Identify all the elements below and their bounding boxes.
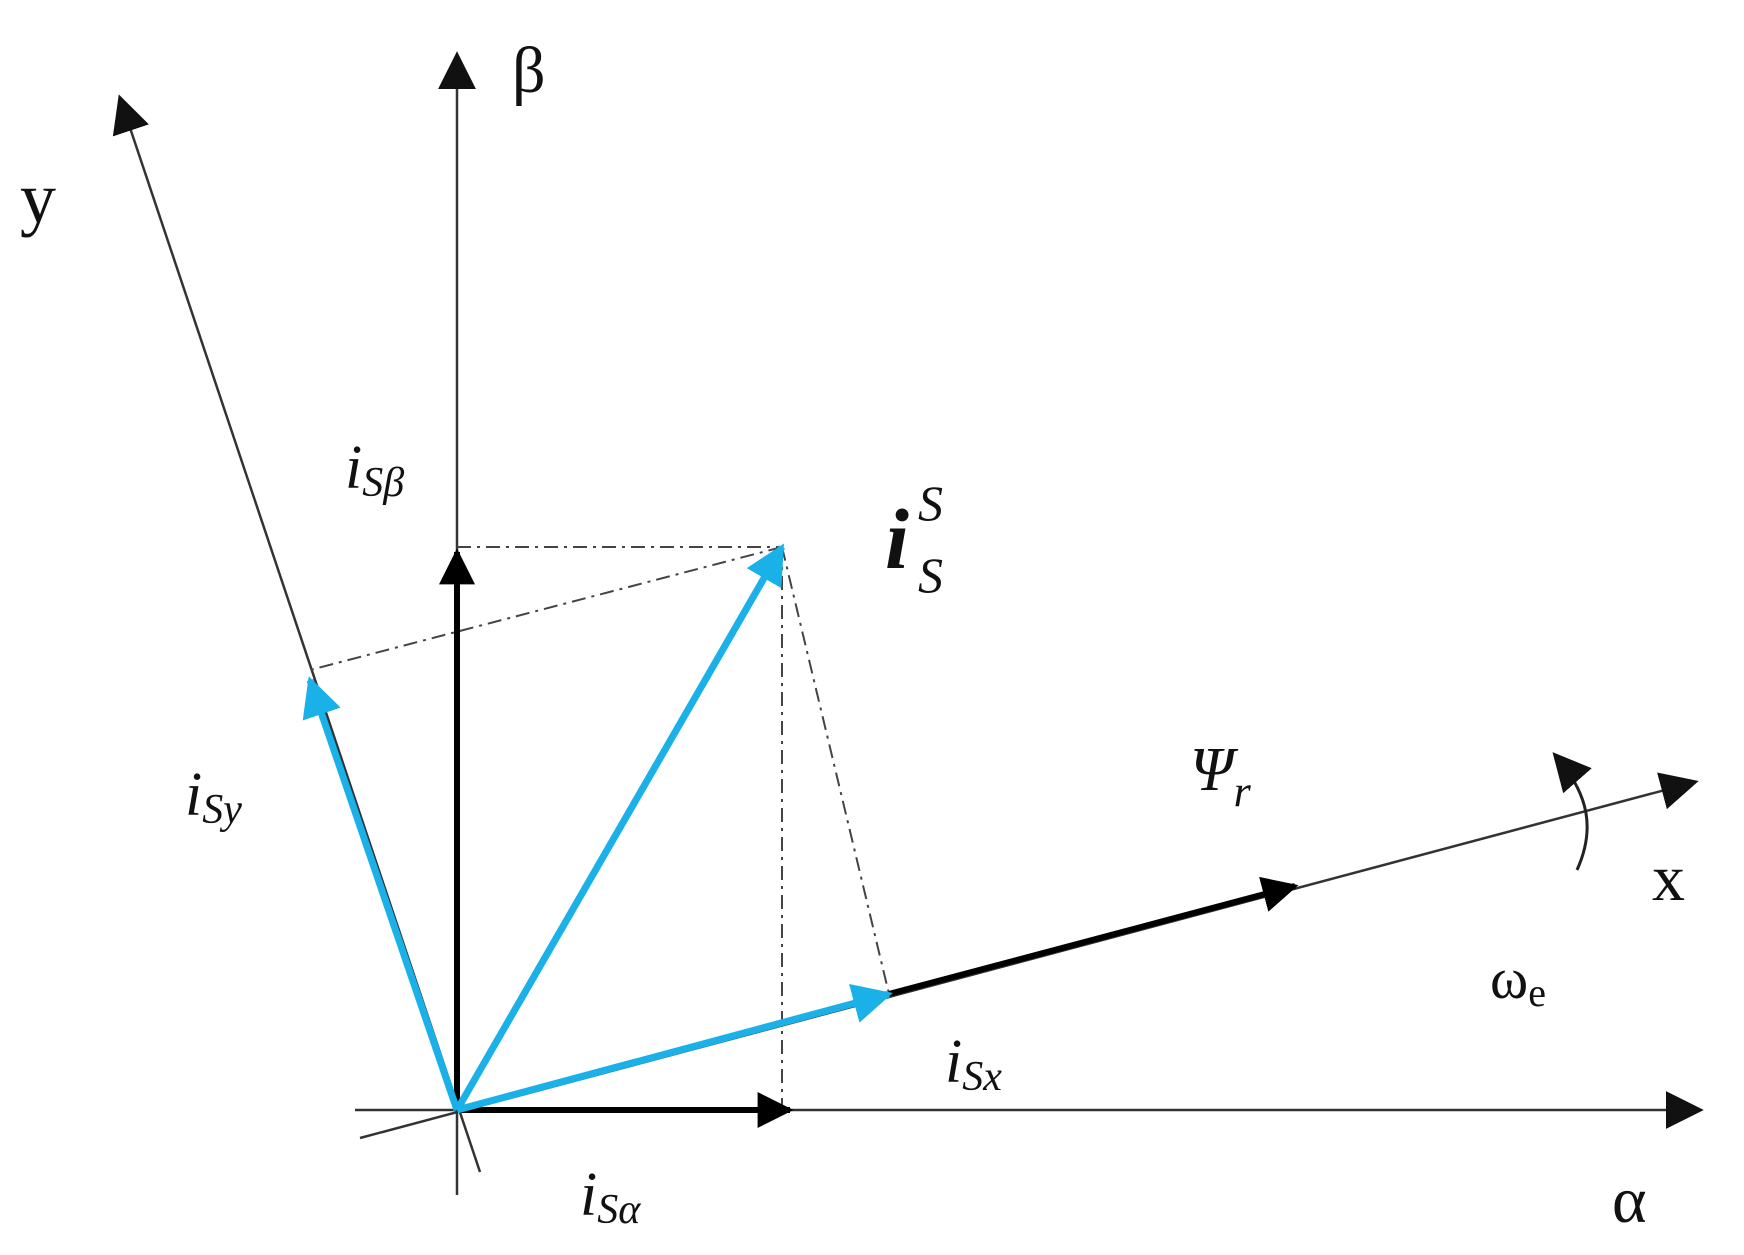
- rotation-sub: e: [1528, 970, 1546, 1015]
- rotation-arrow: [1552, 752, 1592, 871]
- stator-current-vector: [453, 543, 786, 1112]
- alpha-axis-label: α: [1612, 1164, 1647, 1237]
- i-s-alpha-sub: Sα: [597, 1187, 641, 1233]
- i-s-x-sub: Sx: [962, 1054, 1002, 1100]
- i-s-beta-main: i: [345, 434, 362, 502]
- projection-guides: [309, 546, 890, 1110]
- i-s-x-label: iSx: [945, 1028, 1002, 1100]
- i-s-alpha-main: i: [580, 1161, 597, 1229]
- i-s-beta-label: iSβ: [345, 434, 404, 506]
- i-s-y-sub: Sy: [202, 787, 242, 833]
- i-s-y-vector: [302, 676, 461, 1112]
- i-s-alpha-label: iSα: [580, 1161, 641, 1233]
- rotation-main: ω: [1490, 946, 1528, 1011]
- i-s-x-vector: [456, 984, 893, 1114]
- rotor-flux-vector: [888, 876, 1299, 997]
- x-axis-label: x: [1652, 842, 1685, 915]
- i-s-x-main: i: [945, 1028, 962, 1096]
- beta-axis-label: β: [512, 34, 546, 107]
- rotation-label: ωe: [1490, 946, 1546, 1015]
- rotor-flux-sub: r: [1234, 767, 1252, 816]
- stator-current-sup: S: [918, 475, 943, 531]
- i-s-beta-sub: Sβ: [362, 460, 404, 506]
- guide-x-to-tip: [781, 546, 890, 995]
- i-s-y-main: i: [185, 761, 202, 829]
- stator-current-main: i: [885, 491, 909, 587]
- guide-y-to-tip: [309, 546, 783, 671]
- stator-current-sub: S: [918, 547, 943, 603]
- i-s-y-label: iSy: [185, 761, 242, 833]
- rotor-flux-label: Ψr: [1190, 736, 1252, 816]
- y-axis-label: y: [20, 158, 56, 238]
- rotor-flux-main: Ψ: [1190, 736, 1239, 804]
